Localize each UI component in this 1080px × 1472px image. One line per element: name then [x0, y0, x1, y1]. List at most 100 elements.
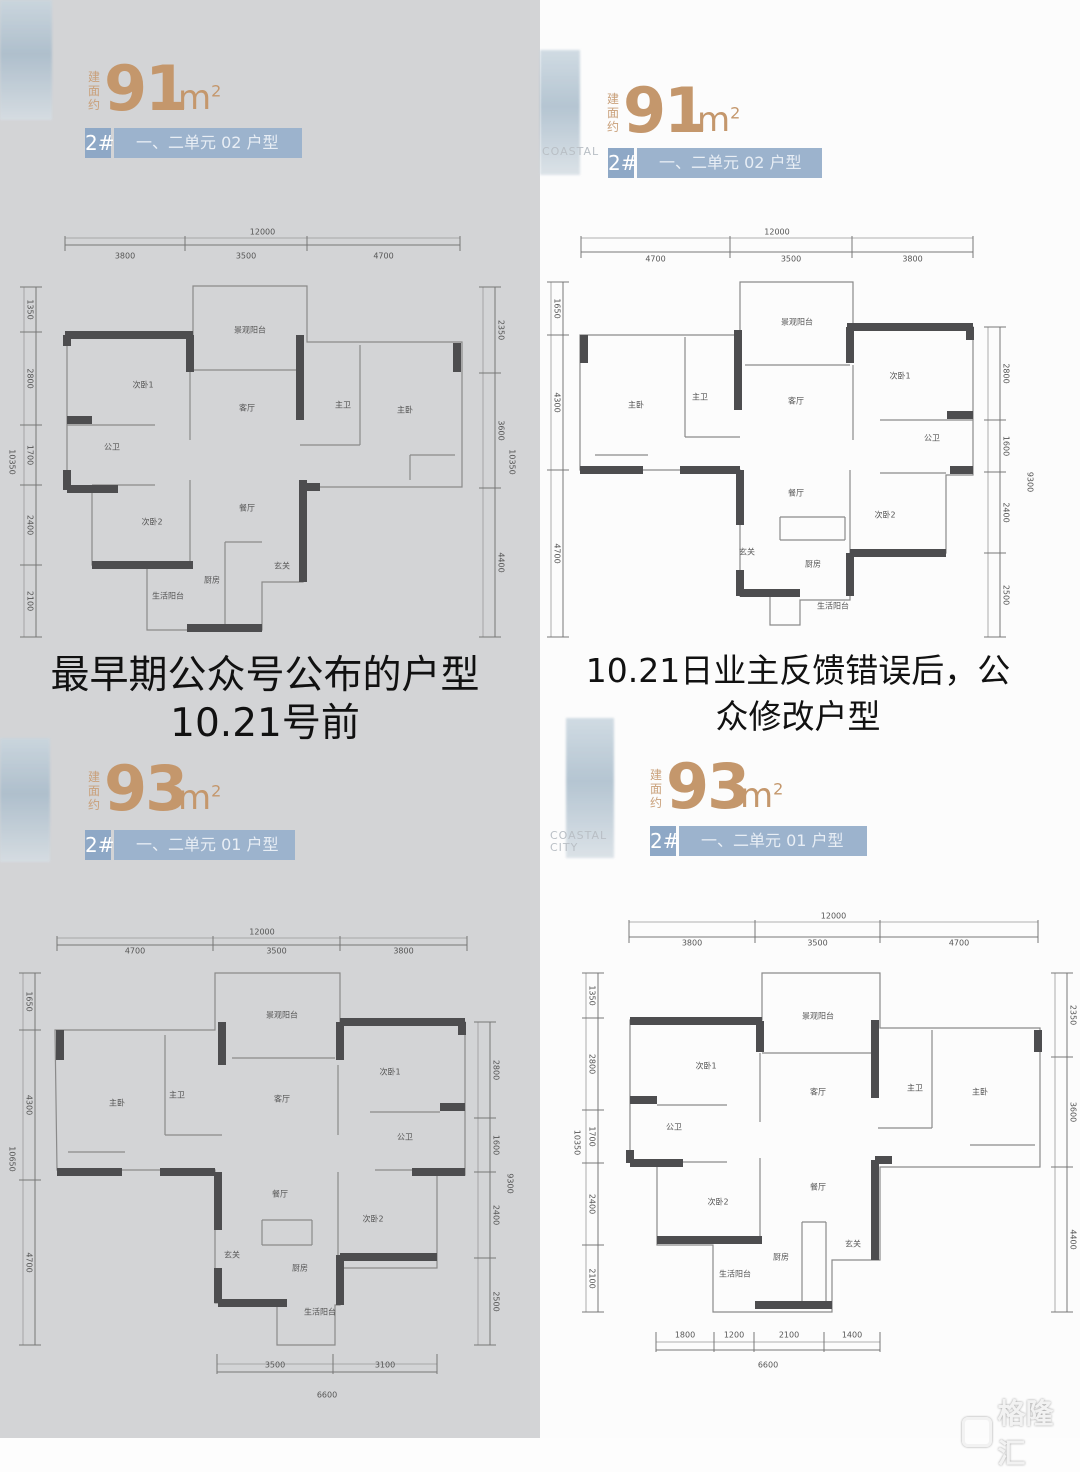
- dimension-total: 12000: [764, 228, 789, 237]
- dimension-total: 9300: [1026, 472, 1035, 492]
- dimension-label: 2800: [26, 368, 35, 388]
- plan-outline: [629, 972, 1041, 1313]
- dimension-label: 3800: [682, 939, 702, 948]
- dimension-label: 4700: [25, 1252, 34, 1272]
- room-label-kitchen: 厨房: [805, 559, 821, 569]
- dimension-label: 4300: [25, 1095, 34, 1115]
- dimension-total: 12000: [249, 928, 274, 937]
- room-label-master_bath: 主卫: [335, 400, 351, 410]
- dimension-label: 3800: [902, 255, 922, 264]
- room-label-kitchen: 厨房: [204, 575, 220, 585]
- dimension-label: 1700: [26, 445, 35, 465]
- dimension-label: 2400: [26, 515, 35, 535]
- dimension-label: 2500: [492, 1291, 501, 1311]
- dimension-total: 10350: [8, 449, 17, 474]
- room-label-dining: 餐厅: [272, 1190, 288, 1199]
- area-value: 93: [104, 752, 188, 825]
- room-label-living: 客厅: [274, 1094, 290, 1104]
- unit-type-bar: 2# 一、二单元 02 户型: [85, 128, 302, 158]
- room-label-living: 客厅: [810, 1087, 826, 1097]
- dimension-label: 4400: [1069, 1229, 1078, 1249]
- room-label: 生活阳台: [817, 601, 849, 611]
- room-label-public_bath: 公卫: [397, 1133, 413, 1142]
- watermark-logo-icon: [962, 1417, 992, 1447]
- room-label-dining: 餐厅: [788, 489, 804, 498]
- unit-type-label: 一、二单元 01 户型: [114, 830, 295, 860]
- room-label-master_bath: 主卫: [169, 1090, 185, 1100]
- room-label-kitchen: 厨房: [292, 1263, 308, 1273]
- unit-type-label: 一、二单元 01 户型: [679, 826, 867, 856]
- room-label-master: 主卧: [628, 400, 644, 410]
- room-label-master: 主卧: [397, 405, 413, 415]
- room-label-living: 客厅: [788, 396, 804, 406]
- dimension-label: 2350: [497, 320, 506, 340]
- dimension-label: 2800: [588, 1054, 597, 1074]
- room-label-balcony: 景观阳台: [781, 317, 813, 327]
- room-label-living: 客厅: [239, 403, 255, 413]
- dimension-total: 12000: [821, 912, 846, 921]
- dimension-label: 3800: [393, 947, 413, 956]
- dimension-label: 3500: [807, 939, 827, 948]
- area-unit: m2: [740, 776, 784, 816]
- room-label-master: 主卧: [109, 1098, 125, 1108]
- room-label-public_bath: 公卫: [924, 434, 940, 443]
- room-label-bed2: 次卧2: [362, 1214, 383, 1224]
- unit-type-bar: 2# 一、二单元 02 户型: [608, 148, 822, 178]
- dimension-label: 3600: [1069, 1102, 1078, 1122]
- dimension-label: 4700: [949, 939, 969, 948]
- dimension-label: 2100: [588, 1268, 597, 1288]
- dimension-label: 4700: [125, 947, 145, 956]
- room-label-balcony: 景观阳台: [234, 325, 266, 335]
- dimension-label: 1650: [25, 991, 34, 1011]
- building-tag: 2#: [608, 148, 637, 178]
- dimension-label: 4300: [553, 392, 562, 412]
- dimension-label: 1400: [842, 1331, 862, 1340]
- before-caption-line: 最早期公众号公布的户型: [50, 653, 480, 698]
- after-caption-line: 10.21日业主反馈错误后，公: [585, 651, 1011, 690]
- room-label-bed2: 次卧2: [707, 1197, 728, 1207]
- room-label-bed2: 次卧2: [141, 517, 162, 527]
- dimension-label: 4700: [645, 255, 665, 264]
- unit-type-label: 一、二单元 02 户型: [114, 128, 302, 158]
- dimension-label: 2100: [779, 1331, 799, 1340]
- unit-type-bar: 2# 一、二单元 01 户型: [85, 830, 295, 860]
- before-caption: 最早期公众号公布的户型 10.21号前: [0, 652, 530, 748]
- room-label-bed1: 次卧1: [695, 1061, 716, 1071]
- dimension-label: 1200: [724, 1331, 744, 1340]
- dimension-label: 3500: [236, 252, 256, 261]
- room-label-balcony: 景观阳台: [266, 1010, 298, 1020]
- dimension-label: 2350: [1069, 1005, 1078, 1025]
- dimension-label: 2100: [26, 591, 35, 611]
- room-label-public_bath: 公卫: [666, 1123, 682, 1132]
- dimension-label: 4400: [497, 552, 506, 572]
- dimension-label: 1600: [1002, 436, 1011, 456]
- dimension-total: 6600: [758, 1361, 778, 1370]
- dimension-label: 3600: [497, 420, 506, 440]
- dimension-label: 1350: [26, 299, 35, 319]
- dimension-label: 3500: [266, 947, 286, 956]
- dimension-total: 10650: [8, 1146, 17, 1171]
- dimension-label: 1800: [675, 1331, 695, 1340]
- plan-outline: [579, 281, 974, 626]
- plan-outline: [54, 972, 466, 1346]
- room-label-bed1: 次卧1: [132, 380, 153, 390]
- brand-swatch: [0, 0, 52, 120]
- brand-swatch: [0, 738, 50, 862]
- dimension-label: 1700: [588, 1126, 597, 1146]
- after-caption-line: 众修改户型: [715, 697, 881, 736]
- dimension-total: 12000: [250, 228, 275, 237]
- brand-swatch: [566, 718, 614, 858]
- area-unit: m2: [697, 100, 741, 140]
- unit-type-label: 一、二单元 02 户型: [637, 148, 822, 178]
- room-label-bed1: 次卧1: [889, 371, 910, 381]
- dimension-label: 2400: [1002, 502, 1011, 522]
- room-label-entry: 玄关: [739, 547, 755, 557]
- dimension-label: 2400: [588, 1194, 597, 1214]
- area-value: 91: [104, 52, 188, 125]
- building-tag: 2#: [650, 826, 679, 856]
- before-caption-line: 10.21号前: [170, 701, 360, 746]
- area-prefix: 建面约: [607, 92, 620, 134]
- dimension-label: 2400: [492, 1205, 501, 1225]
- dimension-total: 10350: [573, 1130, 582, 1155]
